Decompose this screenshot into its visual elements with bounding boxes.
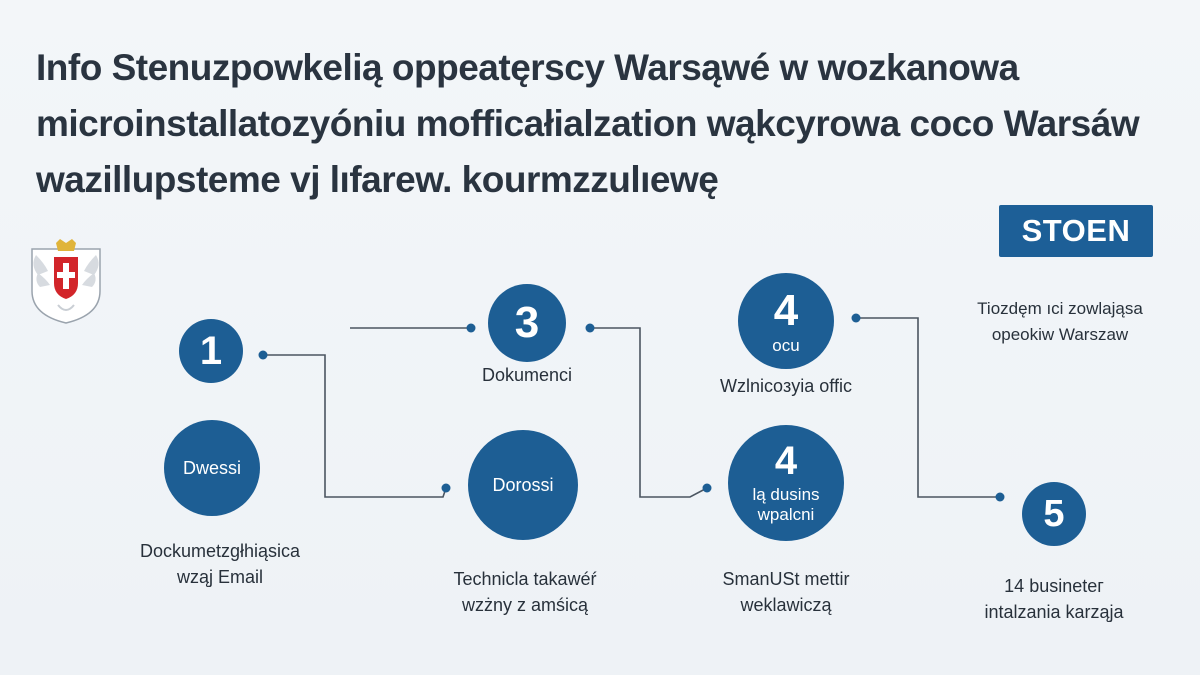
connector-dot [995,492,1005,502]
connector-dot [851,313,861,323]
step-2-label: Dwessi [182,458,241,478]
step-7-note-line-1: Tiozdęm ıci zowlająsa [977,299,1143,318]
step-8-caption-line-1: 14 businetег [1004,576,1104,596]
step-1-circle: 1 [179,319,243,383]
step-3-caption: Dokumenci [481,365,573,385]
connector-dot [702,483,712,493]
step-4-caption-line-1: Techniclа takawéŕ [453,569,597,589]
step-6-caption: SmanUSt mettir weklawiczą [680,566,892,618]
step-8-caption: 14 businetег intalzania karząja [954,573,1154,625]
step-8-number: 5 [1043,493,1065,535]
step-5-caption: Wzlnicoзyia offic [720,376,852,396]
title-line-2: microinstallatozyóniu mofficałialzation … [36,103,1140,144]
step-4-caption-line-2: wzżny z amśicą [461,595,589,615]
step-6-caption-line-2: weklawiczą [740,595,832,615]
step-6-circle: 4 lą dusins wpalcni [728,425,844,541]
connector-dot [466,323,476,333]
connector-dot [585,323,595,333]
step-8-circle: 5 [1022,482,1086,546]
page-title: Info Stenuzpowkelią oppeatęrscy Warsąwé … [36,40,1176,208]
step-6-sub-line-2: wpalcni [757,505,815,524]
step-4-caption: Techniclа takawéŕ wzżny z amśicą [405,566,645,618]
step-3-number: 3 [514,298,540,347]
stoen-logo: STOEN [999,205,1153,257]
connector-3 [590,327,708,498]
step-1-number: 1 [199,329,223,373]
step-5-sub: ocu [772,335,800,355]
step-4-label: Dorossi [492,475,554,495]
step-8-caption-line-2: intalzania karząja [984,602,1124,622]
connector-4 [856,317,1000,498]
step-2-caption-line-1: Dockumetzgłhiąsica [139,541,301,561]
connector-1 [263,354,447,498]
step-5-number: 4 [773,285,799,335]
step-2-caption-line-2: wząj Email [176,567,264,587]
step-6-sub-line-1: lą dusins [752,485,820,504]
step-4-circle: Dorossi [468,430,578,540]
step-6-caption-line-1: SmanUSt mettir [722,569,850,589]
step-6-number: 4 [774,439,798,483]
step-7-note-line-2: opeokiw Warszaw [991,325,1129,344]
step-5-circle: 4 ocu [738,273,834,369]
connector-dot [441,483,451,493]
warsaw-coat-of-arms-icon [31,239,101,324]
step-2-circle: Dwessi [164,420,260,516]
connector-dot [258,350,268,360]
title-line-1: Info Stenuzpowkelią oppeatęrscy Warsąwé … [36,47,1019,88]
title-line-3: wazillupsteme vj lıfarew. kourmzzulıewę [36,159,719,200]
step-2-caption: Dockumetzgłhiąsica wząj Email [100,538,340,590]
step-3-circle: 3 [488,284,566,362]
step-7-note: Tiozdęm ıci zowlająsa opeokiw Warszaw [950,296,1170,348]
